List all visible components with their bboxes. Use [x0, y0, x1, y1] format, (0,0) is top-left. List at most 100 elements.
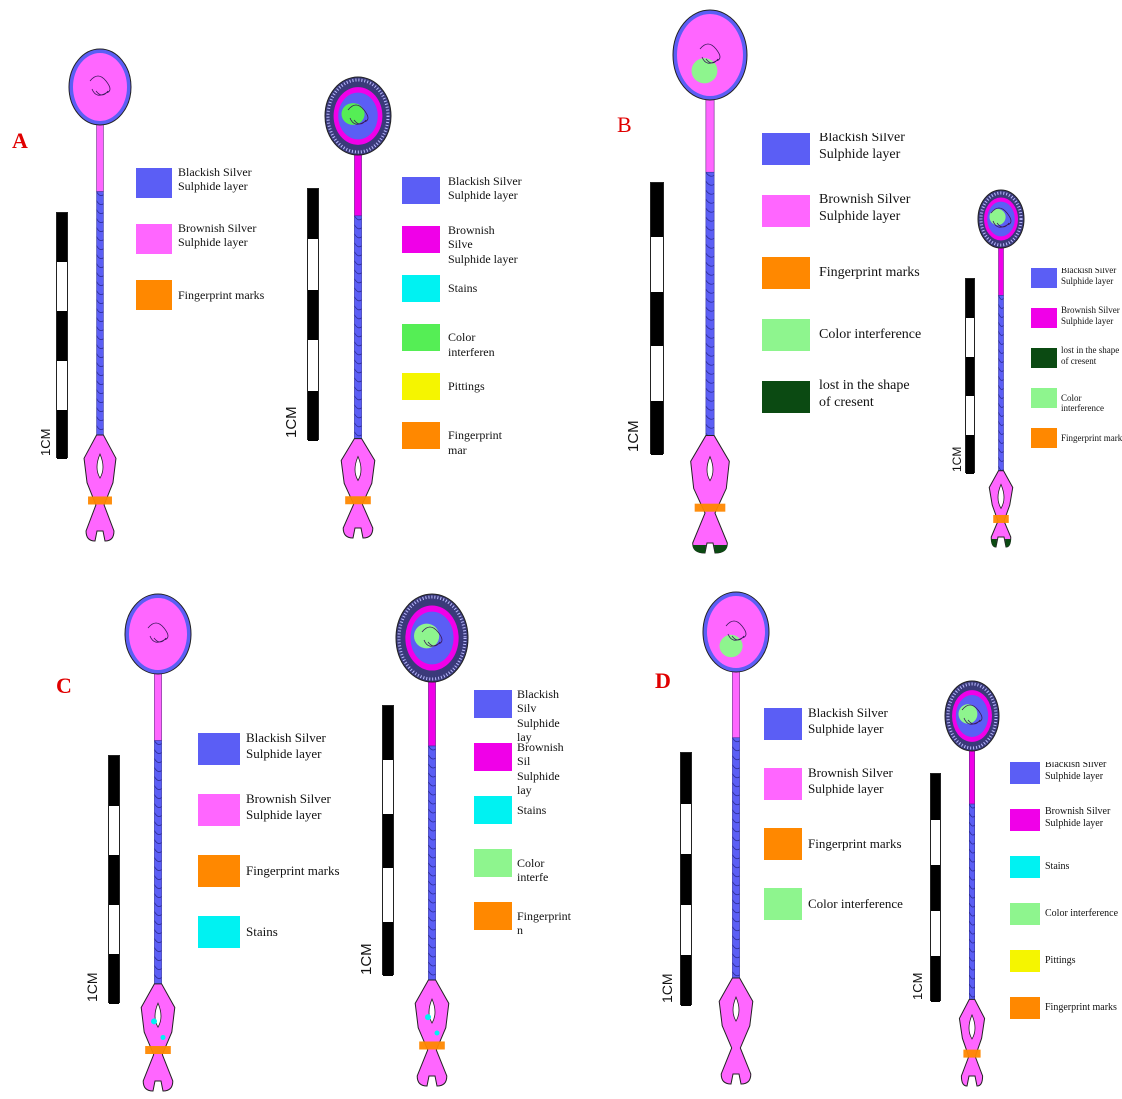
- legend-swatch: [402, 226, 440, 253]
- scale-segment: [651, 346, 663, 400]
- legend-item: Fingerprint marks: [136, 280, 296, 336]
- legend-swatch: [136, 224, 172, 254]
- spoon-head: [673, 10, 747, 100]
- legend-label: Blackish Silver Sulphide layer: [1061, 268, 1122, 287]
- legend-swatch: [198, 794, 240, 826]
- spoon-drawing-b-2: [973, 186, 1029, 551]
- spoon-stem-twisted: [97, 192, 104, 439]
- legend-item: Brownish Silve Sulphide layer: [402, 226, 522, 275]
- legend-swatch: [1031, 428, 1057, 448]
- legend-label: Fingerprint mar: [448, 428, 522, 457]
- scale-bar-d-2: [930, 773, 941, 1001]
- legend-item: Stains: [198, 916, 348, 977]
- spoon-drawing-a-2: [318, 72, 398, 542]
- legend-label: Fingerprint marks: [1045, 1002, 1122, 1014]
- spoon-stem-upper: [998, 246, 1003, 295]
- scale-segment: [651, 237, 663, 291]
- legend-b-2: Blackish Silver Sulphide layerBrownish S…: [1031, 268, 1122, 468]
- spoon-stem-upper: [354, 153, 361, 216]
- spoon-handle-end: [989, 471, 1013, 547]
- legend-label: Blackish Silver Sulphide layer: [246, 733, 348, 761]
- legend-swatch: [1031, 348, 1057, 368]
- legend-a-2: Blackish Silver Sulphide layerBrownish S…: [402, 177, 522, 471]
- scale-bar-b-1: [650, 182, 664, 454]
- scale-segment: [931, 956, 940, 1002]
- legend-item: Brownish Silver Sulphide layer: [764, 768, 914, 828]
- panel-letter-b: B: [617, 112, 632, 138]
- scale-segment: [308, 239, 318, 289]
- legend-swatch: [1031, 308, 1057, 328]
- spoon-head: [945, 681, 999, 751]
- legend-label: Color interference: [1061, 393, 1122, 415]
- legend-item: Brownish Silver Sulphide layer: [136, 224, 296, 280]
- scale-segment: [681, 905, 691, 956]
- panel-letter-c: C: [56, 673, 72, 699]
- legend-swatch: [136, 280, 172, 310]
- legend-label: Brownish Silver Sulphide layer: [178, 221, 296, 250]
- legend-label: Brownish Silver Sulphide layer: [246, 791, 348, 822]
- legend-label: Color interference: [819, 327, 952, 344]
- legend-label: Stains: [448, 281, 522, 295]
- scale-label: 1CM: [358, 943, 375, 975]
- scale-segment: [308, 290, 318, 340]
- legend-swatch: [474, 796, 512, 824]
- legend-item: Blackish Silv Sulphide lay: [474, 690, 574, 743]
- spoon-drawing-d-2: [942, 678, 1002, 1090]
- legend-label: Fingerprint marks: [808, 836, 914, 852]
- legend-item: Blackish Silver Sulphide layer: [764, 708, 914, 768]
- legend-item: Fingerprint marks: [762, 257, 952, 319]
- panel-letter-a: A: [12, 128, 28, 154]
- legend-b-1: Blackish Silver Sulphide layerBrownish S…: [762, 133, 952, 443]
- legend-label: Brownish Silver Sulphide layer: [819, 192, 952, 226]
- legend-item: Fingerprint marks: [198, 855, 348, 916]
- legend-swatch: [1010, 856, 1040, 878]
- spoon-stem-upper: [706, 98, 714, 172]
- scale-segment: [681, 753, 691, 804]
- spoon-head: [325, 77, 391, 155]
- legend-swatch: [1010, 903, 1040, 925]
- legend-swatch: [1010, 950, 1040, 972]
- legend-swatch: [762, 133, 810, 165]
- legend-swatch: [1010, 762, 1040, 784]
- scale-segment: [931, 774, 940, 820]
- legend-item: Fingerprint mar: [402, 422, 522, 471]
- legend-swatch: [474, 743, 512, 771]
- legend-label: Fingerprint marks: [246, 863, 348, 879]
- spoon-stem-twisted: [706, 172, 714, 437]
- legend-item: Pittings: [1010, 950, 1122, 997]
- legend-label: Color interferen: [448, 330, 522, 359]
- legend-swatch: [474, 902, 512, 930]
- legend-swatch: [474, 849, 512, 877]
- spoon-handle-end: [341, 439, 375, 538]
- legend-item: Fingerprint n: [474, 902, 574, 955]
- legend-item: Brownish Silver Sulphide layer: [198, 794, 348, 855]
- legend-swatch: [764, 888, 802, 920]
- legend-c-1: Blackish Silver Sulphide layerBrownish S…: [198, 733, 348, 977]
- spoon-stem-twisted: [732, 738, 739, 978]
- spoon-head: [396, 594, 468, 682]
- scale-label: 1CM: [910, 973, 925, 1000]
- spoon-head: [69, 49, 131, 125]
- spoon-handle-end: [691, 436, 730, 553]
- legend-swatch: [764, 708, 802, 740]
- legend-label: Brownish Silver Sulphide layer: [1061, 305, 1122, 327]
- legend-label: Stains: [1045, 861, 1122, 873]
- scale-label: 1CM: [84, 972, 100, 1002]
- scale-bar-d-1: [680, 752, 692, 1005]
- legend-swatch: [1031, 388, 1057, 408]
- spoon-handle-end: [959, 999, 984, 1086]
- spoon-stem-upper: [428, 680, 435, 746]
- legend-label: Brownish Sil Sulphide lay: [517, 740, 574, 798]
- legend-item: Color interference: [762, 319, 952, 381]
- legend-swatch: [402, 373, 440, 400]
- legend-item: Color interfe: [474, 849, 574, 902]
- legend-label: Fingerprint marks: [178, 288, 296, 302]
- legend-label: Color interference: [808, 896, 914, 912]
- legend-swatch: [136, 168, 172, 198]
- legend-d-1: Blackish Silver Sulphide layerBrownish S…: [764, 708, 914, 948]
- scale-segment: [931, 865, 940, 911]
- legend-swatch: [762, 319, 810, 351]
- spoon-handle-end: [84, 435, 116, 541]
- legend-swatch: [402, 275, 440, 302]
- spoon-head: [703, 592, 769, 672]
